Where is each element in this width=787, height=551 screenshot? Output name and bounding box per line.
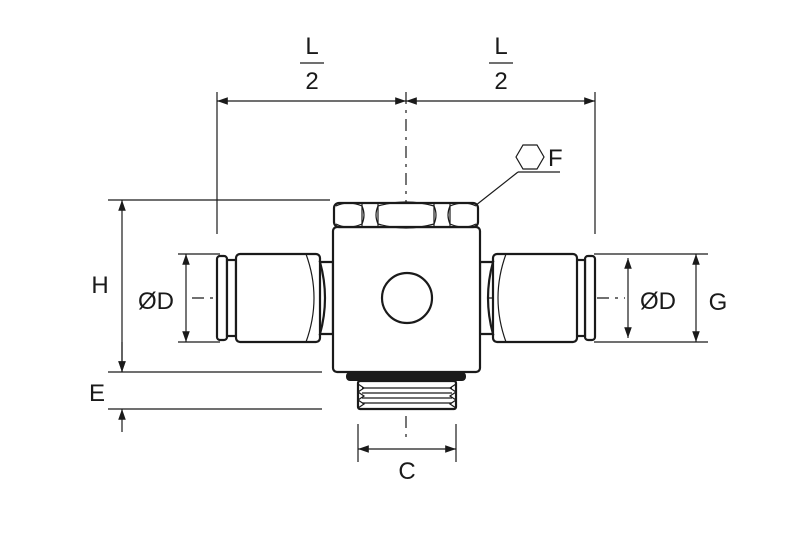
hex-callout: F (465, 144, 563, 214)
hex-nut (332, 201, 480, 229)
center-port (380, 271, 434, 325)
tube-diameter-left-label: ØD (138, 288, 174, 315)
dimension-h-e: H E (89, 199, 330, 432)
right-collet-ring (583, 254, 597, 342)
dimension-c: C (357, 424, 457, 485)
offset-label: E (89, 380, 105, 407)
thread (356, 379, 458, 411)
left-neck (318, 260, 335, 336)
dimension-od-left: ØD (138, 253, 220, 343)
dimension-l-half: L 2 L 2 (216, 33, 596, 234)
seal-ring (346, 372, 466, 381)
left-port-body (234, 252, 322, 344)
left-collet-sleeve (225, 258, 238, 338)
left-collet-ring (215, 254, 229, 342)
thread-width-label: C (398, 458, 415, 485)
right-neck (478, 260, 495, 336)
hex-label: F (548, 145, 563, 172)
l-half-left-denominator: 2 (305, 68, 318, 95)
l-half-right-denominator: 2 (494, 68, 507, 95)
tube-diameter-right-label: ØD (640, 288, 676, 315)
height-label: H (91, 272, 108, 299)
hexagon-icon (515, 144, 545, 170)
l-half-right-numerator: L (494, 33, 507, 60)
right-port-body (491, 252, 579, 344)
fitting-body (215, 201, 597, 411)
g-label: G (709, 289, 728, 316)
l-half-left-numerator: L (305, 33, 318, 60)
dimension-od-g-right: ØD G (594, 253, 728, 343)
